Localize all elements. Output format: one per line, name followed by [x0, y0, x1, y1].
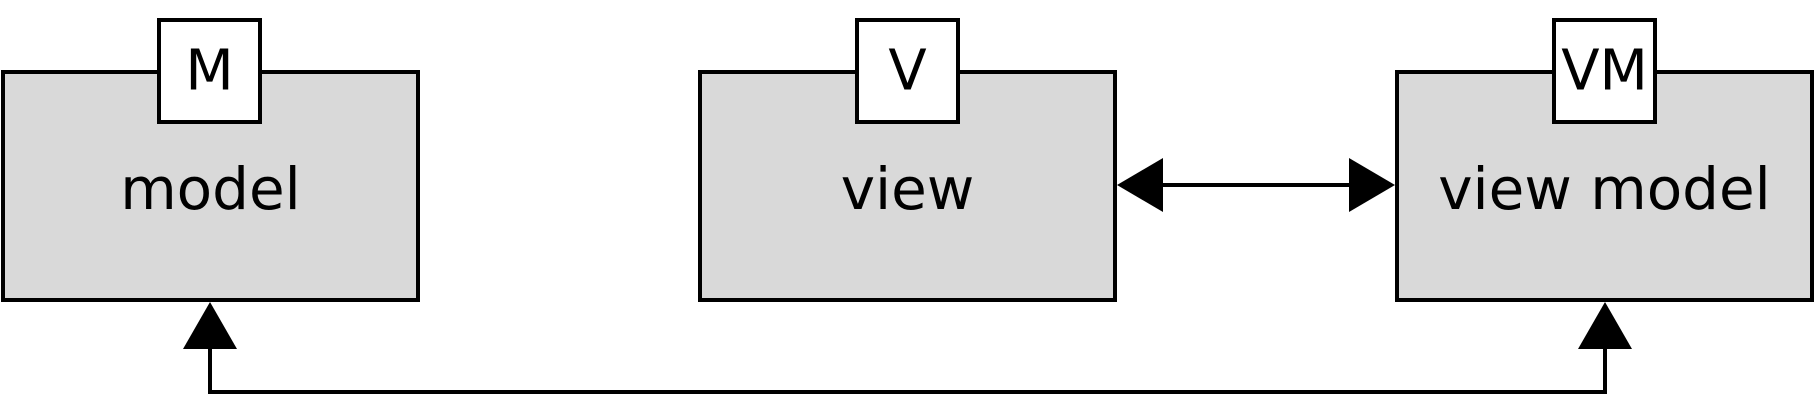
- viewmodel-arrowhead: [1349, 158, 1395, 212]
- model-box-label: model: [120, 155, 301, 223]
- model-arrowhead: [183, 302, 237, 349]
- view-viewmodel-arrow: [1117, 158, 1395, 212]
- viewmodel-box: VM view model: [1395, 18, 1814, 302]
- viewmodel-tab: [1552, 18, 1657, 124]
- model-tab: [157, 18, 262, 124]
- view-box-label: view: [841, 155, 975, 223]
- model-viewmodel-connector: [183, 302, 1632, 394]
- model-tab-label: M: [185, 39, 233, 104]
- view-arrowhead: [1117, 158, 1163, 212]
- view-box: V view: [698, 18, 1117, 302]
- model-box: M model: [1, 18, 420, 302]
- viewmodel-bottom-arrowhead: [1578, 302, 1632, 349]
- view-tab-label: V: [888, 39, 926, 104]
- viewmodel-tab-label: VM: [1561, 39, 1648, 104]
- viewmodel-box-label: view model: [1438, 155, 1771, 223]
- view-tab: [855, 18, 960, 124]
- model-viewmodel-connector-line: [208, 345, 1607, 394]
